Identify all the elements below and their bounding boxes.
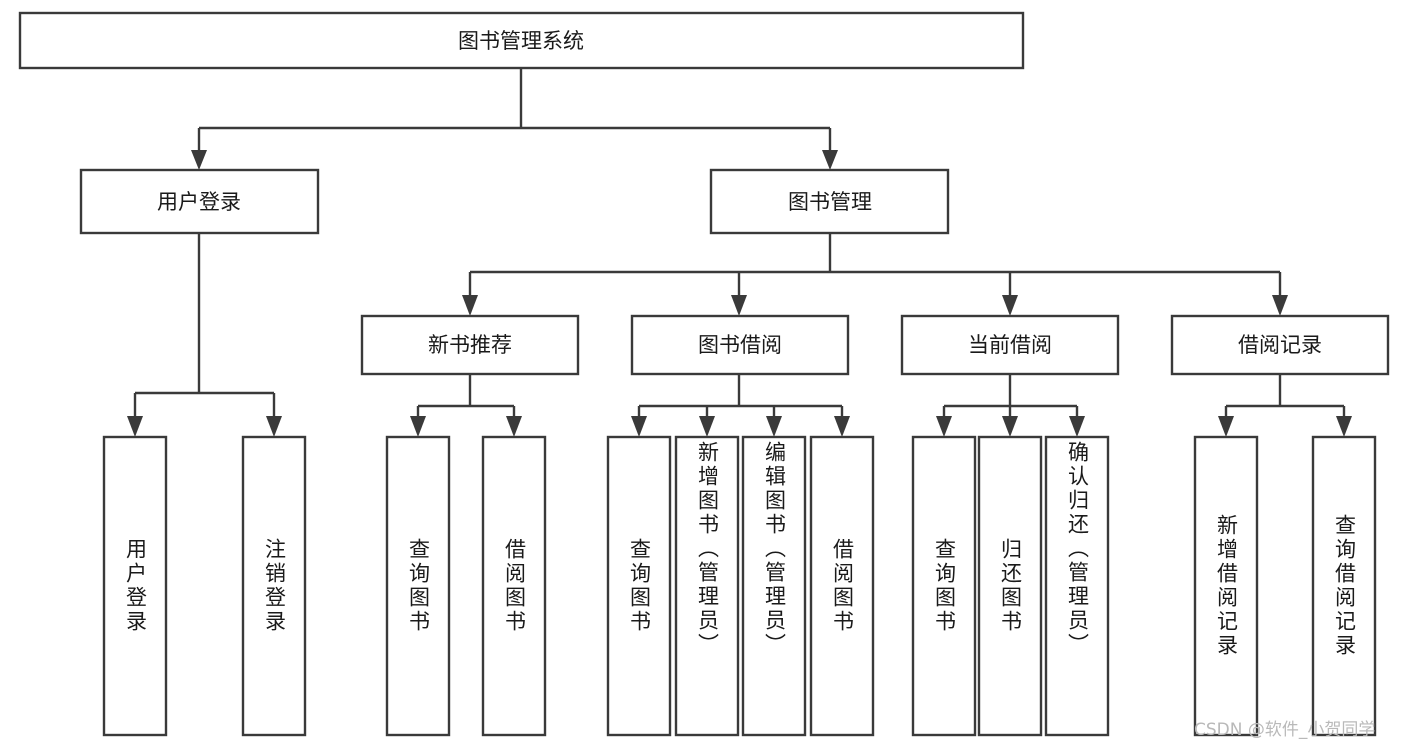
arrow-head-icon bbox=[936, 416, 952, 437]
leaf-boxes-user-login bbox=[102, 435, 307, 737]
node-label-root: 图书管理系统 bbox=[458, 29, 584, 53]
arrow-head-icon bbox=[1272, 295, 1288, 316]
node-root-system[interactable]: 图书管理系统 bbox=[18, 11, 1025, 70]
arrow-head-icon bbox=[834, 416, 850, 437]
leaf-box-current-borrow-2[interactable] bbox=[1044, 435, 1110, 737]
arrow-head-icon bbox=[699, 416, 715, 437]
node-new-book-recommend[interactable]: 新书推荐 bbox=[360, 314, 580, 376]
leaf-box-borrow-record-1[interactable] bbox=[1311, 435, 1377, 737]
connector-borrowrecord-to-leaves bbox=[1218, 374, 1352, 437]
leaf-box-user-login-1[interactable] bbox=[241, 435, 307, 737]
arrow-head-icon bbox=[1218, 416, 1234, 437]
leaf-boxes-borrow-record bbox=[1193, 435, 1377, 737]
arrow-head-icon bbox=[1069, 416, 1085, 437]
node-current-borrow[interactable]: 当前借阅 bbox=[900, 314, 1120, 376]
leaf-box-user-login-0[interactable] bbox=[102, 435, 168, 737]
connector-currentborrow-to-leaves bbox=[936, 374, 1085, 437]
arrow-head-icon bbox=[822, 150, 838, 170]
arrow-head-icon bbox=[1336, 416, 1352, 437]
node-borrow-record[interactable]: 借阅记录 bbox=[1170, 314, 1390, 376]
leaf-box-current-borrow-1[interactable] bbox=[977, 435, 1043, 737]
arrow-head-icon bbox=[1002, 295, 1018, 316]
leaf-box-new-book-1[interactable] bbox=[481, 435, 547, 737]
leaf-boxes-book-borrow bbox=[606, 435, 875, 737]
connector-newbook-to-leaves bbox=[410, 374, 522, 437]
csdn-watermark: CSDN @软件_小贺同学 bbox=[1194, 720, 1376, 740]
node-label-user-login: 用户登录 bbox=[157, 190, 241, 214]
leaf-box-book-borrow-2[interactable] bbox=[741, 435, 807, 737]
connector-bookborrow-to-leaves bbox=[631, 374, 850, 437]
node-label-borrow-record: 借阅记录 bbox=[1238, 333, 1322, 357]
node-label-current-borrow: 当前借阅 bbox=[968, 333, 1052, 357]
leaf-box-book-borrow-1[interactable] bbox=[674, 435, 740, 737]
node-user-login[interactable]: 用户登录 bbox=[79, 168, 320, 235]
leaf-box-new-book-0[interactable] bbox=[385, 435, 451, 737]
node-label-book-borrow: 图书借阅 bbox=[698, 333, 782, 357]
connector-root-to-level2 bbox=[191, 68, 838, 170]
connector-bookmgmt-to-level3 bbox=[462, 233, 1288, 316]
arrow-head-icon bbox=[462, 295, 478, 316]
arrow-head-icon bbox=[766, 416, 782, 437]
connector-userlogin-to-leaves bbox=[127, 233, 282, 437]
leaf-boxes-current-borrow bbox=[911, 435, 1110, 737]
arrow-head-icon bbox=[266, 416, 282, 437]
leaf-boxes-new-book-recommend bbox=[385, 435, 547, 737]
leaf-box-current-borrow-0[interactable] bbox=[911, 435, 977, 737]
arrow-head-icon bbox=[410, 416, 426, 437]
node-book-management[interactable]: 图书管理 bbox=[709, 168, 950, 235]
node-label-new-book-recommend: 新书推荐 bbox=[428, 333, 512, 357]
arrow-head-icon bbox=[506, 416, 522, 437]
node-book-borrow[interactable]: 图书借阅 bbox=[630, 314, 850, 376]
node-label-book-management: 图书管理 bbox=[788, 190, 872, 214]
leaf-box-borrow-record-0[interactable] bbox=[1193, 435, 1259, 737]
arrow-head-icon bbox=[731, 295, 747, 316]
arrow-head-icon bbox=[631, 416, 647, 437]
arrow-head-icon bbox=[191, 150, 207, 170]
arrow-head-icon bbox=[127, 416, 143, 437]
arrow-head-icon bbox=[1002, 416, 1018, 437]
leaf-box-book-borrow-3[interactable] bbox=[809, 435, 875, 737]
leaf-box-book-borrow-0[interactable] bbox=[606, 435, 672, 737]
